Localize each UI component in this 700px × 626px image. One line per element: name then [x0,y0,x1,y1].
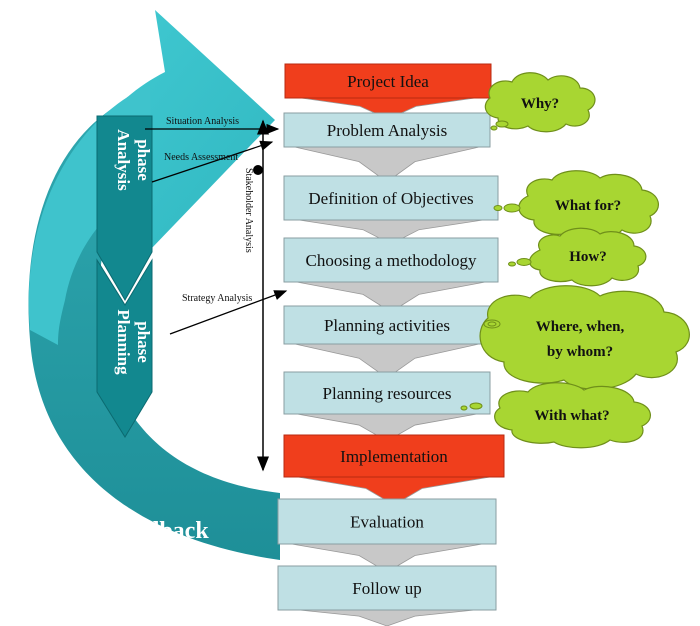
step-label: Definition of Objectives [308,189,473,208]
step-label: Evaluation [350,513,424,532]
cycle-arrow-head [40,10,275,300]
step-box [277,498,497,545]
planning-phase-label-1: Planning [114,309,133,375]
step-connector [279,607,495,626]
step-box [284,63,492,99]
cycle-arrow-shape [28,10,280,560]
cloud-with-what-label: With what? [534,408,609,424]
planning-phase-label-2: phase [134,321,153,363]
step-box [283,305,491,345]
step-label: Choosing a methodology [306,251,477,270]
question-clouds: Why? What for? How? Where, when, by whom… [460,72,690,449]
analysis-phase-arrow: Analysis phase [96,115,153,302]
step-box [283,434,505,478]
needs-dot [253,165,263,175]
strategy-analysis-label: Strategy Analysis [182,293,252,304]
cloud-with-what: With what? [460,382,651,449]
cloud-where-when-whom: Where, when, by whom? [479,285,690,390]
needs-arrow [151,140,274,183]
step-connectors [279,95,503,626]
cloud-how-label: How? [569,249,607,265]
step-box [283,237,499,283]
cloud-what-for-label: What for? [555,198,621,214]
cloud-why: Why? [484,72,596,133]
needs-assessment-label: Needs Assessment [164,152,238,163]
step-label: Project Idea [347,72,429,91]
step-box [277,565,497,611]
step-box [283,112,491,148]
step-box [283,371,491,415]
cloud-why-label: Why? [521,96,559,112]
step-label: Problem Analysis [327,121,447,140]
cloud-how: How? [508,227,647,287]
step-box [283,175,499,221]
analysis-phase-label-2: phase [134,139,153,181]
planning-phase-arrow: Planning phase [96,258,153,438]
step-label: Planning resources [323,384,452,403]
situation-analysis-label: Situation Analysis [166,116,239,127]
cloud-where-label-2: by whom? [547,344,613,360]
analysis-phase-label-1: Analysis [114,129,133,191]
cloud-where-label-1: Where, when, [536,319,625,335]
step-label: Planning activities [324,316,450,335]
feedback-label: Feedback [110,518,209,544]
stakeholder-analysis-label: Stakeholder Analysis [243,168,254,253]
cloud-what-for: What for? [493,170,659,240]
step-label: Implementation [340,447,448,466]
step-label: Follow up [352,579,421,598]
annotation-arrows [145,119,288,472]
